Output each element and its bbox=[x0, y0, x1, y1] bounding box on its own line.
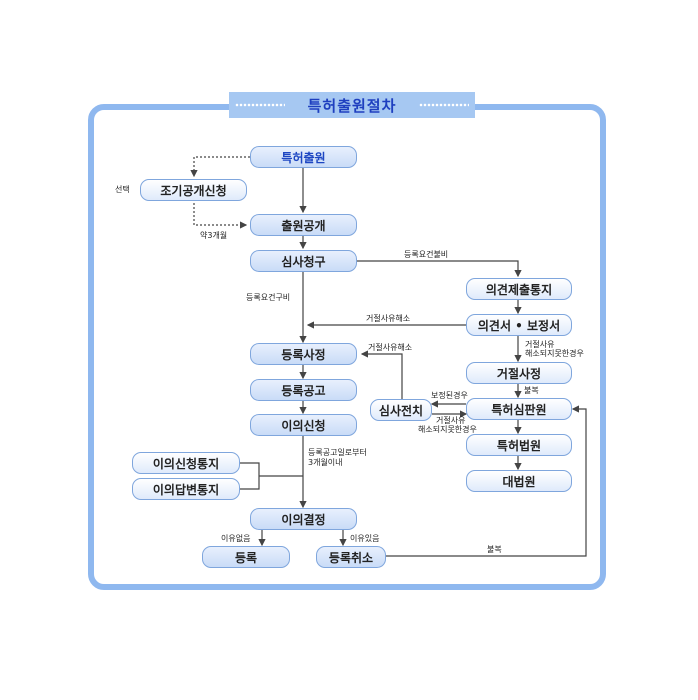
node-early-publication-request: 조기공개신청 bbox=[140, 179, 247, 201]
node-registration-publication: 등록공고 bbox=[250, 379, 357, 401]
label-about-3-months: 약3개월 bbox=[200, 231, 228, 240]
label-within-3-months-1: 등록공고일로부터 bbox=[308, 448, 367, 457]
node-opinion-notice: 의견제출통지 bbox=[466, 278, 572, 300]
node-pre-examination: 심사전치 bbox=[370, 399, 432, 421]
node-opposition-notice: 이의신청통지 bbox=[132, 452, 240, 474]
node-patent-court: 특허법원 bbox=[466, 434, 572, 456]
node-patent-filing: 특허출원 bbox=[250, 146, 357, 168]
arrow-preexam-to-regexam bbox=[360, 350, 403, 399]
diagram-title: 특허출원절차 bbox=[307, 96, 397, 115]
node-trial-board: 특허심판원 bbox=[466, 398, 572, 420]
node-opposition-decision: 이의결정 bbox=[250, 508, 357, 530]
node-registration-decision: 등록사정 bbox=[250, 343, 357, 365]
node-rejection: 거절사정 bbox=[466, 362, 572, 384]
label-within-3-months-2: 3개월이내 bbox=[308, 458, 343, 467]
label-reject-unresolved-2: 해소되지못한경우 bbox=[525, 349, 584, 358]
dotted-early-to-publication bbox=[193, 199, 248, 229]
node-supreme-court: 대법원 bbox=[466, 470, 572, 492]
arrow-cancel-appeal-to-trial bbox=[386, 405, 587, 557]
label-reject-unresolved-3: 거절사유 bbox=[436, 416, 466, 425]
label-has-reason: 이유있음 bbox=[350, 534, 380, 543]
node-opposition-reply-notice: 이의답변통지 bbox=[132, 478, 240, 500]
node-registration-cancel: 등록취소 bbox=[316, 546, 386, 568]
node-publication: 출원공개 bbox=[250, 214, 357, 236]
label-reg-req-unmet: 등록요건불비 bbox=[404, 250, 449, 259]
node-opposition: 이의신청 bbox=[250, 414, 357, 436]
node-exam-request: 심사청구 bbox=[250, 250, 357, 272]
label-select: 선택 bbox=[115, 185, 130, 194]
dotted-filing-to-early bbox=[190, 156, 250, 178]
bracket-notice bbox=[240, 462, 260, 490]
label-reject-unresolved-1: 거절사유 bbox=[525, 340, 555, 349]
arrow-exam-to-opinion bbox=[357, 260, 522, 278]
title-banner: 특허출원절차 bbox=[229, 92, 475, 118]
node-registration: 등록 bbox=[202, 546, 290, 568]
banner-dots-right bbox=[419, 102, 469, 108]
label-reject-resolved-1: 거절사유해소 bbox=[366, 314, 411, 323]
label-reg-req-met: 등록요건구비 bbox=[246, 293, 291, 302]
label-amended-case: 보정된경우 bbox=[431, 391, 468, 400]
label-no-reason: 이유없음 bbox=[221, 534, 251, 543]
banner-dots-left bbox=[235, 102, 285, 108]
node-opinion-amendment: 의견서 • 보정서 bbox=[466, 314, 572, 336]
label-appeal-1: 불복 bbox=[524, 386, 539, 395]
label-appeal-2: 불복 bbox=[487, 545, 502, 554]
label-reject-resolved-2: 거절사유해소 bbox=[368, 343, 413, 352]
label-reject-unresolved-4: 해소되지못한경우 bbox=[418, 425, 477, 434]
